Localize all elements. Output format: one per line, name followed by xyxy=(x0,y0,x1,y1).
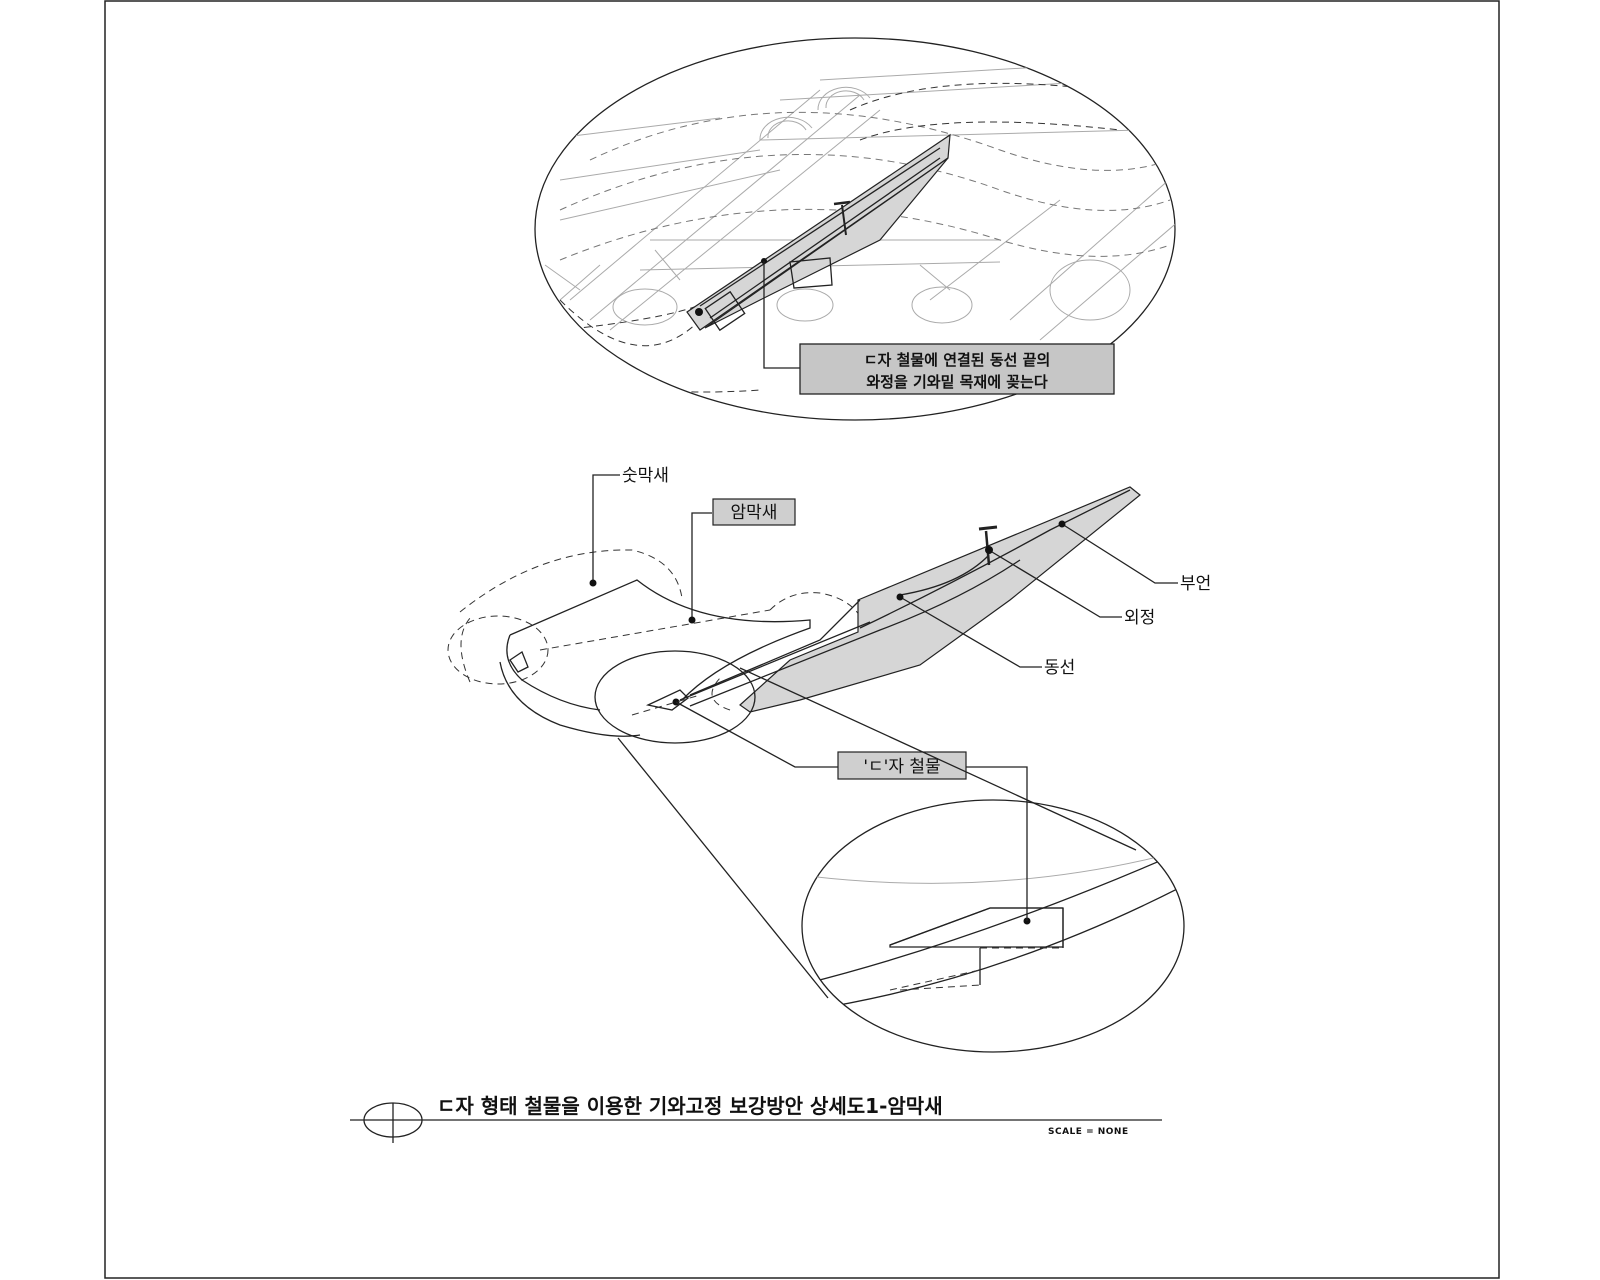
label-cheolmul: 'ㄷ'자 철물 xyxy=(863,757,940,777)
top-detail-view: ㄷ자 철물에 연결된 동선 끝의 와정을 기와밑 목재에 꽂는다 xyxy=(534,37,1176,421)
drawing-title: ㄷ자 형태 철물을 이용한 기와고정 보강방안 상세도1-암막새 xyxy=(437,1094,943,1118)
label-ammaksae-box: 암막새 xyxy=(712,498,796,526)
zoom-circle-small xyxy=(594,650,756,744)
detail-callout-line2: 와정을 기와밑 목재에 꽂는다 xyxy=(866,373,1047,391)
label-ammaksae: 암막새 xyxy=(731,503,778,523)
bottom-zoom-circle xyxy=(801,799,1185,1053)
main-isometric-view: 숫막새 암막새 부언 외정 동선 'ㄷ'자 철물 xyxy=(447,466,1211,999)
label-sutmaksae: 숫막새 xyxy=(622,466,669,486)
sheet-border xyxy=(104,0,1500,1279)
bottom-zoom-view xyxy=(801,766,1185,1053)
label-dongseon: 동선 xyxy=(1044,658,1075,678)
detail-callout-line1: ㄷ자 철물에 연결된 동선 끝의 xyxy=(864,351,1051,369)
title-block: ㄷ자 형태 철물을 이용한 기와고정 보강방안 상세도1-암막새 SCALE =… xyxy=(350,1094,1162,1143)
top-detail-circle xyxy=(534,37,1176,421)
label-cheolmul-box: 'ㄷ'자 철물 xyxy=(837,751,967,780)
detail-callout-box: ㄷ자 철물에 연결된 동선 끝의 와정을 기와밑 목재에 꽂는다 xyxy=(799,343,1115,395)
scale-note: SCALE = NONE xyxy=(1048,1127,1129,1137)
label-bueon: 부언 xyxy=(1180,574,1211,594)
label-oejeong: 외정 xyxy=(1124,608,1155,628)
